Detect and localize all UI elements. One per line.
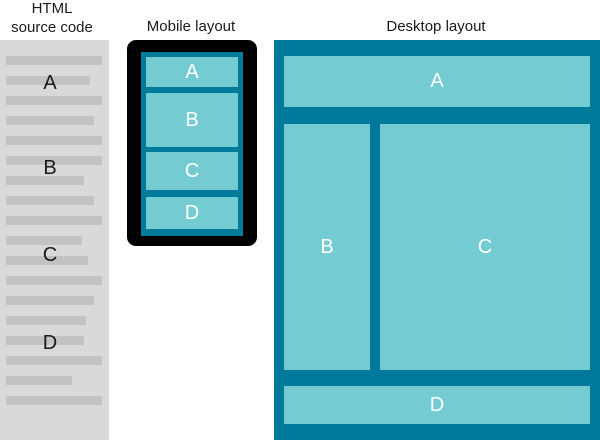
source-code-title-line2: source code <box>11 19 93 36</box>
code-line <box>6 236 82 245</box>
code-line <box>6 136 102 145</box>
code-line <box>6 376 72 385</box>
source-code-panel: A B C D <box>0 40 109 440</box>
mobile-block-d: D <box>146 197 238 229</box>
code-line <box>6 356 102 365</box>
code-line <box>6 96 102 105</box>
code-line <box>6 316 86 325</box>
mobile-device: A B C D <box>127 40 257 246</box>
source-section-c-label: C <box>42 244 58 266</box>
mobile-layout-title: Mobile layout <box>146 18 236 35</box>
code-line <box>6 156 102 165</box>
code-line <box>6 296 94 305</box>
code-line <box>6 216 102 225</box>
code-line <box>6 196 94 205</box>
code-line <box>6 176 84 185</box>
mobile-block-b: B <box>146 93 238 147</box>
desktop-block-c: C <box>380 124 590 370</box>
desktop-block-a: A <box>284 56 590 107</box>
desktop-layout-title: Desktop layout <box>386 18 486 35</box>
source-code-title: HTML source code <box>0 0 104 37</box>
code-line <box>6 256 88 265</box>
source-code-title-line1: HTML <box>31 0 73 17</box>
code-line <box>6 116 94 125</box>
source-section-d-label: D <box>42 332 58 354</box>
desktop-block-b: B <box>284 124 370 370</box>
desktop-block-d: D <box>284 386 590 424</box>
mobile-block-c: C <box>146 152 238 190</box>
mobile-screen: A B C D <box>141 52 243 236</box>
source-section-b-label: B <box>43 157 57 179</box>
mobile-block-a: A <box>146 57 238 87</box>
desktop-frame: A B C D <box>274 40 600 440</box>
code-line <box>6 276 102 285</box>
code-line <box>6 56 102 65</box>
code-line <box>6 76 90 85</box>
code-line <box>6 396 102 405</box>
source-section-a-label: A <box>43 72 57 94</box>
code-line <box>6 336 84 345</box>
